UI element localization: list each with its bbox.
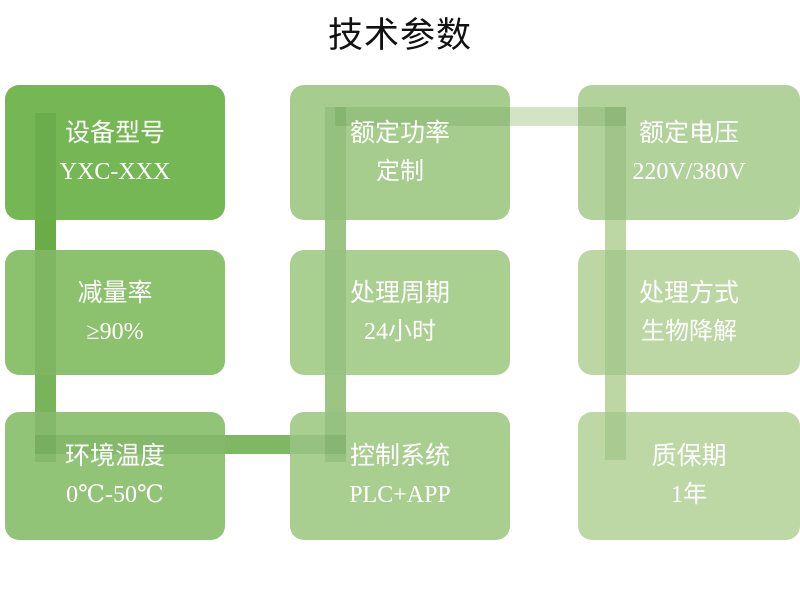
spec-card-cycle[interactable]: 处理周期 24小时	[290, 250, 510, 375]
card-connector-overlay-control-v	[325, 412, 346, 462]
spec-value-model: YXC-XXX	[59, 158, 171, 185]
spec-card-control[interactable]: 控制系统 PLC+APP	[290, 412, 510, 540]
spec-card-cycle-text: 处理周期 24小时	[350, 277, 450, 349]
spec-card-rated-power-text: 额定功率 定制	[350, 117, 450, 189]
spec-card-reduction[interactable]: 减量率 ≥90%	[5, 250, 225, 375]
spec-card-warranty[interactable]: 质保期 1年	[578, 412, 800, 540]
spec-card-model-text: 设备型号 YXC-XXX	[60, 117, 171, 189]
spec-label-temperature: 环境温度	[64, 443, 165, 470]
spec-value-cycle: 24小时	[363, 318, 436, 345]
spec-label-warranty: 质保期	[651, 443, 727, 470]
spec-label-method: 处理方式	[638, 279, 739, 307]
spec-value-rated-power: 定制	[375, 158, 424, 185]
connector-rated-power-to-rated-voltage	[495, 107, 590, 126]
card-connector-overlay-temperature-v	[35, 412, 56, 462]
spec-card-rated-voltage-text: 额定电压 220V/380V	[632, 117, 745, 189]
spec-card-reduction-text: 减量率 ≥90%	[77, 277, 152, 349]
card-connector-overlay-reduction	[35, 250, 56, 375]
spec-value-reduction: ≥90%	[86, 318, 144, 345]
spec-value-temperature: 0℃-50℃	[66, 482, 164, 508]
connector-temperature-to-control	[205, 435, 315, 454]
page-title: 技术参数	[327, 16, 472, 55]
spec-label-rated-power: 额定功率	[349, 119, 450, 147]
card-connector-overlay-temperature-h	[35, 435, 225, 454]
card-connector-overlay-control-h	[290, 435, 346, 454]
card-connector-overlay-model	[35, 113, 56, 220]
card-connector-overlay-rated-power-h	[335, 107, 510, 126]
spec-label-rated-voltage: 额定电压	[638, 119, 739, 147]
card-connector-overlay-cycle	[325, 250, 346, 375]
spec-value-method: 生物降解	[640, 318, 737, 345]
spec-label-cycle: 处理周期	[349, 279, 450, 307]
spec-card-temperature[interactable]: 环境温度 0℃-50℃	[5, 412, 225, 540]
card-connector-overlay-warranty	[605, 412, 626, 460]
card-connector-overlay-rated-voltage-v	[605, 107, 626, 220]
spec-label-model: 设备型号	[64, 119, 165, 147]
spec-card-model[interactable]: 设备型号 YXC-XXX	[5, 85, 225, 220]
card-connector-overlay-rated-voltage-h	[578, 107, 626, 126]
card-connector-overlay-method	[605, 250, 626, 375]
spec-value-rated-voltage: 220V/380V	[632, 158, 746, 185]
spec-value-control: PLC+APP	[349, 482, 451, 508]
spec-value-warranty: 1年	[670, 482, 707, 508]
spec-card-rated-power[interactable]: 额定功率 定制	[290, 85, 510, 220]
spec-card-warranty-text: 质保期 1年	[651, 440, 726, 512]
spec-card-temperature-text: 环境温度 0℃-50℃	[65, 440, 165, 512]
spec-label-reduction: 减量率	[77, 279, 153, 307]
spec-card-rated-voltage[interactable]: 额定电压 220V/380V	[578, 85, 800, 220]
spec-label-control: 控制系统	[349, 443, 450, 470]
card-connector-overlay-rated-power-v	[325, 107, 346, 220]
spec-card-control-text: 控制系统 PLC+APP	[349, 440, 451, 512]
spec-card-method-text: 处理方式 生物降解	[639, 277, 739, 349]
spec-card-method[interactable]: 处理方式 生物降解	[578, 250, 800, 375]
